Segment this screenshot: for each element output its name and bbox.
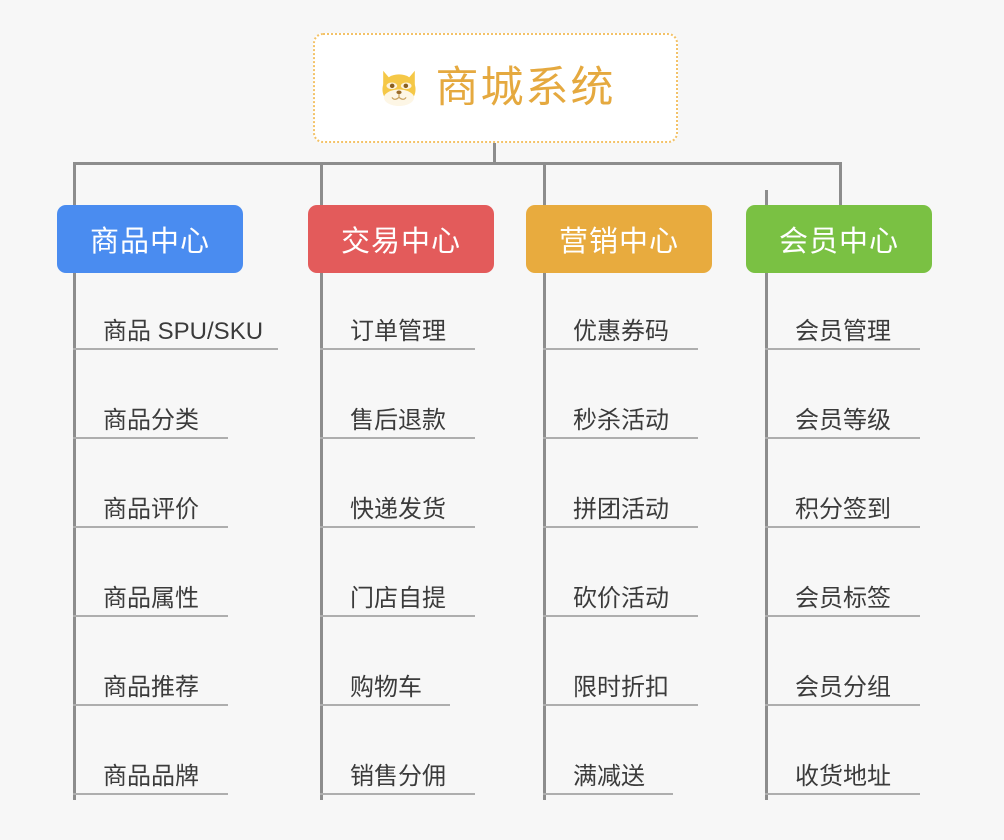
leaf-trunk-4 bbox=[765, 273, 768, 800]
category-box-2[interactable]: 交易中心 bbox=[308, 205, 494, 273]
leaf-item[interactable]: 限时折扣 bbox=[543, 674, 698, 706]
leaf-label: 门店自提 bbox=[350, 585, 446, 612]
leaf-item[interactable]: 会员标签 bbox=[765, 585, 920, 617]
leaf-label: 会员等级 bbox=[795, 407, 891, 434]
leaf-item[interactable]: 购物车 bbox=[320, 674, 450, 706]
leaf-item[interactable]: 商品评价 bbox=[73, 496, 228, 528]
branch-drop-connector-1 bbox=[73, 162, 76, 207]
leaf-label: 砍价活动 bbox=[573, 585, 669, 612]
leaf-label: 商品分类 bbox=[103, 407, 199, 434]
leaf-label: 商品评价 bbox=[103, 496, 199, 523]
leaf-label: 商品属性 bbox=[103, 585, 199, 612]
category-box-1[interactable]: 商品中心 bbox=[57, 205, 243, 273]
category-label-2: 交易中心 bbox=[340, 226, 461, 258]
branch-bus-connector bbox=[73, 162, 842, 165]
root-node[interactable]: 商城系统 bbox=[313, 33, 678, 143]
leaf-label: 销售分佣 bbox=[350, 763, 446, 790]
leaf-label: 会员管理 bbox=[795, 318, 891, 345]
category-label-4: 会员中心 bbox=[778, 226, 899, 258]
leaf-item[interactable]: 秒杀活动 bbox=[543, 407, 698, 439]
leaf-item[interactable]: 拼团活动 bbox=[543, 496, 698, 528]
leaf-label: 订单管理 bbox=[350, 318, 446, 345]
leaf-trunk-1 bbox=[73, 273, 76, 800]
branch-drop-connector-3 bbox=[543, 162, 546, 207]
leaf-item[interactable]: 商品推荐 bbox=[73, 674, 228, 706]
leaf-label: 秒杀活动 bbox=[573, 407, 669, 434]
leaf-label: 商品 SPU/SKU bbox=[103, 318, 264, 345]
leaf-label: 满减送 bbox=[573, 763, 645, 790]
leaf-label: 限时折扣 bbox=[573, 674, 669, 701]
leaf-label: 拼团活动 bbox=[573, 496, 669, 523]
branch-drop-connector-2 bbox=[320, 162, 323, 207]
root-title: 商城系统 bbox=[435, 63, 616, 112]
leaf-item[interactable]: 订单管理 bbox=[320, 318, 475, 350]
category-label-1: 商品中心 bbox=[89, 226, 210, 258]
leaf-item[interactable]: 商品分类 bbox=[73, 407, 228, 439]
category-box-4[interactable]: 会员中心 bbox=[746, 205, 932, 273]
leaf-trunk-2 bbox=[320, 273, 323, 800]
dog-face-icon bbox=[376, 65, 422, 111]
leaf-item[interactable]: 商品 SPU/SKU bbox=[73, 318, 278, 350]
leaf-label: 积分签到 bbox=[795, 496, 891, 523]
leaf-trunk-3 bbox=[543, 273, 546, 800]
branch-drop-connector-4b bbox=[765, 190, 768, 207]
root-stem-connector bbox=[493, 143, 496, 165]
leaf-item[interactable]: 砍价活动 bbox=[543, 585, 698, 617]
leaf-label: 收货地址 bbox=[795, 763, 891, 790]
leaf-item[interactable]: 快递发货 bbox=[320, 496, 475, 528]
leaf-label: 会员分组 bbox=[795, 674, 891, 701]
leaf-item[interactable]: 门店自提 bbox=[320, 585, 475, 617]
leaf-label: 购物车 bbox=[350, 674, 422, 701]
leaf-label: 优惠券码 bbox=[573, 318, 669, 345]
leaf-item[interactable]: 会员等级 bbox=[765, 407, 920, 439]
leaf-item[interactable]: 会员管理 bbox=[765, 318, 920, 350]
leaf-label: 商品推荐 bbox=[103, 674, 199, 701]
leaf-label: 快递发货 bbox=[350, 496, 446, 523]
leaf-item[interactable]: 优惠券码 bbox=[543, 318, 698, 350]
branch-drop-connector-4 bbox=[839, 162, 842, 207]
leaf-label: 商品品牌 bbox=[103, 763, 199, 790]
leaf-item[interactable]: 会员分组 bbox=[765, 674, 920, 706]
leaf-item[interactable]: 满减送 bbox=[543, 763, 673, 795]
category-box-3[interactable]: 营销中心 bbox=[526, 205, 712, 273]
leaf-item[interactable]: 积分签到 bbox=[765, 496, 920, 528]
leaf-item[interactable]: 收货地址 bbox=[765, 763, 920, 795]
leaf-item[interactable]: 商品属性 bbox=[73, 585, 228, 617]
leaf-item[interactable]: 商品品牌 bbox=[73, 763, 228, 795]
leaf-item[interactable]: 销售分佣 bbox=[320, 763, 475, 795]
category-label-3: 营销中心 bbox=[558, 226, 679, 258]
leaf-item[interactable]: 售后退款 bbox=[320, 407, 475, 439]
leaf-label: 售后退款 bbox=[350, 407, 446, 434]
leaf-label: 会员标签 bbox=[795, 585, 891, 612]
